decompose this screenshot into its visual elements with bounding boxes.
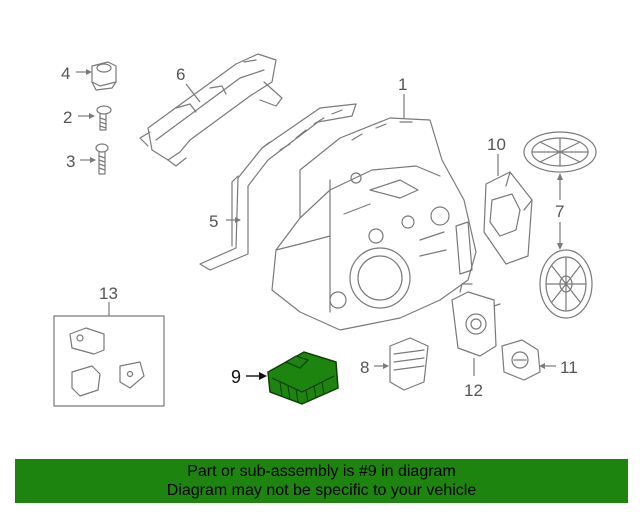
part-13-bracket-kit[interactable] bbox=[53, 315, 165, 407]
banner-line-1: Part or sub-assembly is #9 in diagram bbox=[187, 463, 456, 480]
callout-2: 2 bbox=[63, 108, 72, 127]
callout-5: 5 bbox=[209, 212, 218, 231]
callout-8: 8 bbox=[360, 358, 369, 377]
part-11-motor[interactable] bbox=[501, 339, 541, 381]
part-3-screw[interactable] bbox=[95, 143, 109, 175]
callout-7: 7 bbox=[555, 202, 564, 221]
callout-10: 10 bbox=[487, 135, 506, 154]
banner-line-2: Diagram may not be specific to your vehi… bbox=[166, 482, 477, 499]
part-10-control-module[interactable] bbox=[483, 171, 533, 265]
callout-9: 9 bbox=[231, 367, 241, 387]
part-8-module[interactable] bbox=[389, 337, 429, 391]
info-banner: Part or sub-assembly is #9 in diagram Di… bbox=[15, 459, 628, 503]
callout-1: 1 bbox=[398, 75, 407, 94]
callout-4: 4 bbox=[61, 64, 70, 83]
callout-11: 11 bbox=[560, 358, 578, 377]
part-4-nut[interactable] bbox=[91, 61, 117, 91]
callout-3: 3 bbox=[66, 152, 75, 171]
parts-diagram: 4 2 3 6 5 bbox=[53, 53, 597, 407]
part-7-cover[interactable] bbox=[523, 131, 597, 319]
part-12-actuator[interactable] bbox=[451, 283, 501, 357]
part-5-seal[interactable] bbox=[199, 103, 357, 271]
part-9-highlighted-module[interactable] bbox=[267, 351, 339, 405]
callout-13: 13 bbox=[99, 284, 118, 303]
part-6-bracket[interactable] bbox=[139, 53, 283, 167]
part-2-bolt[interactable] bbox=[96, 105, 112, 131]
callout-12: 12 bbox=[464, 381, 483, 400]
callout-6: 6 bbox=[176, 65, 185, 84]
part-1-headlamp-housing[interactable] bbox=[271, 117, 477, 331]
